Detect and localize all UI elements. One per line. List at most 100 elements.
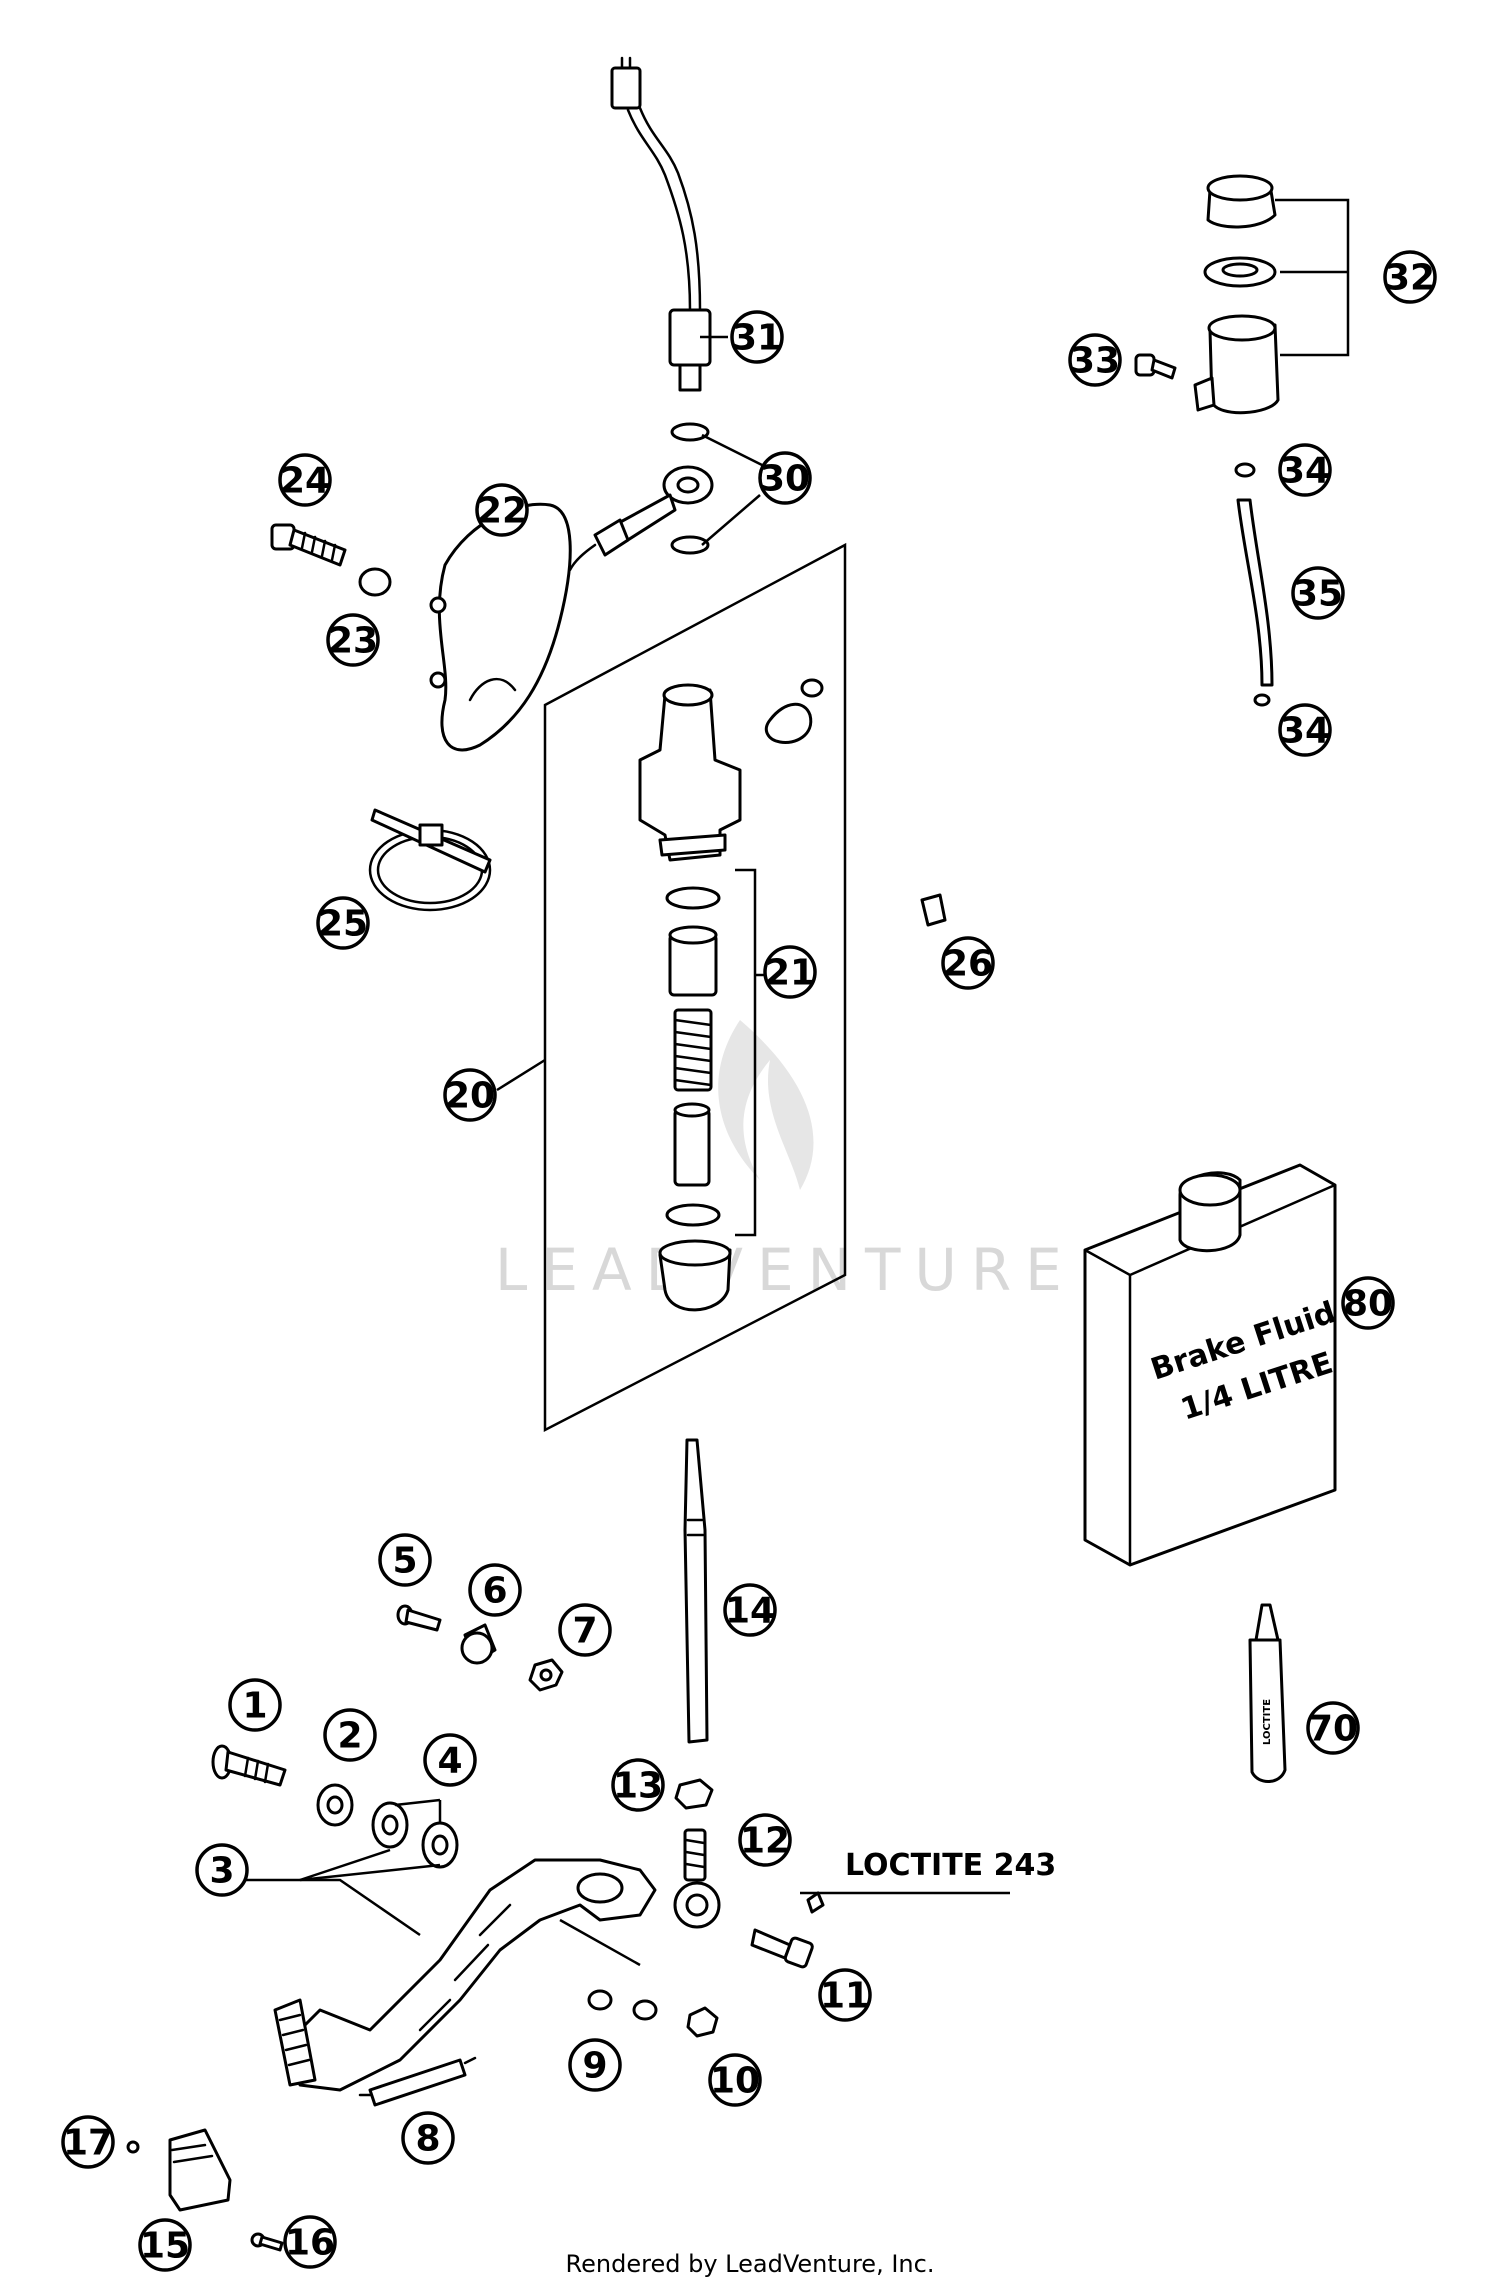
svg-text:4: 4 <box>437 1741 462 1782</box>
svg-text:11: 11 <box>820 1976 870 2017</box>
leader-lines <box>240 335 1010 1967</box>
stop-spacer <box>460 1623 497 1665</box>
brake-pedal <box>273 1858 657 2092</box>
watermark: LEADVENTURE <box>495 1020 1076 1304</box>
svg-text:23: 23 <box>328 621 378 662</box>
callout-23: 23 <box>326 613 380 667</box>
svg-text:15: 15 <box>140 2226 190 2267</box>
callout-80: 80 <box>1341 1276 1395 1330</box>
callout-30: 30 <box>758 451 812 505</box>
svg-text:22: 22 <box>477 491 527 532</box>
callout-25: 25 <box>316 896 370 950</box>
push-rod-nut <box>674 1778 714 1810</box>
stop-screw <box>396 1604 442 1632</box>
callout-34-top: 34 <box>1278 443 1332 497</box>
svg-text:2: 2 <box>337 1716 362 1757</box>
svg-text:33: 33 <box>1070 341 1120 382</box>
cable-tie <box>368 808 492 912</box>
banjo-fitting <box>568 422 714 572</box>
svg-text:80: 80 <box>1343 1284 1393 1325</box>
clevis <box>673 1828 721 1929</box>
callout-22: 22 <box>475 483 529 537</box>
svg-text:16: 16 <box>285 2223 335 2264</box>
callout-9: 9 <box>568 2038 622 2092</box>
svg-text:24: 24 <box>280 461 330 502</box>
piston-spring <box>673 1008 713 1092</box>
cylinder-cover <box>429 502 572 752</box>
svg-text:30: 30 <box>760 459 810 500</box>
svg-text:34: 34 <box>1280 451 1330 492</box>
step-plate <box>168 2128 232 2212</box>
brake-fluid-bottle: Brake Fluid 1/4 LITRE <box>1083 1163 1340 1567</box>
callout-32: 32 <box>1383 250 1437 304</box>
callout-31: 31 <box>730 310 784 364</box>
svg-text:5: 5 <box>392 1541 417 1582</box>
brake-light-switch <box>610 56 712 392</box>
stop-nut <box>528 1658 564 1692</box>
callout-11: 11 <box>818 1968 872 2022</box>
push-rod <box>683 1438 709 1744</box>
callout-4: 4 <box>423 1733 477 1787</box>
callout-2: 2 <box>323 1708 377 1762</box>
callout-33: 33 <box>1068 333 1122 387</box>
footer-credit: Rendered by LeadVenture, Inc. <box>565 2250 935 2278</box>
svg-text:20: 20 <box>445 1076 495 1117</box>
svg-text:34: 34 <box>1280 711 1330 752</box>
loctite-tube: LOCTITE <box>1248 1603 1287 1783</box>
pivot-bolt <box>211 1744 287 1787</box>
master-cylinder-body <box>638 678 824 862</box>
svg-text:6: 6 <box>482 1571 507 1612</box>
callout-7: 7 <box>558 1603 612 1657</box>
callout-1: 1 <box>228 1678 282 1732</box>
svg-text:9: 9 <box>582 2046 607 2087</box>
callout-8: 8 <box>401 2111 455 2165</box>
reservoir-screw <box>1134 353 1177 380</box>
svg-text:32: 32 <box>1385 258 1435 299</box>
step-screw <box>250 2232 284 2252</box>
callout-21: 21 <box>763 945 817 999</box>
callout-16: 16 <box>283 2215 337 2269</box>
callout-5: 5 <box>378 1533 432 1587</box>
callout-17: 17 <box>61 2115 115 2169</box>
callout-70: 70 <box>1306 1701 1360 1755</box>
svg-text:35: 35 <box>1293 574 1343 615</box>
callout-13: 13 <box>611 1758 665 1812</box>
svg-text:7: 7 <box>572 1611 597 1652</box>
svg-text:17: 17 <box>63 2123 113 2164</box>
svg-text:10: 10 <box>710 2061 760 2102</box>
svg-text:13: 13 <box>613 1766 663 1807</box>
callout-24: 24 <box>278 453 332 507</box>
callout-3: 3 <box>195 1843 249 1897</box>
cover-bolt <box>270 523 392 597</box>
master-cylinder-frame <box>543 542 847 1433</box>
svg-text:12: 12 <box>740 1821 790 1862</box>
pivot-washer <box>316 1783 354 1827</box>
callout-14: 14 <box>723 1583 777 1637</box>
callout-20: 20 <box>443 1068 497 1122</box>
piston-kit <box>658 868 757 1312</box>
tube-label: LOCTITE <box>1262 1699 1273 1745</box>
callout-26: 26 <box>941 936 995 990</box>
svg-text:31: 31 <box>732 318 782 359</box>
callout-35: 35 <box>1291 566 1345 620</box>
svg-text:3: 3 <box>209 1851 234 1892</box>
watermark-text: LEADVENTURE <box>495 1236 1076 1304</box>
fluid-reservoir <box>1193 174 1350 415</box>
callout-12: 12 <box>738 1813 792 1867</box>
pivot-bearings <box>371 1801 459 1869</box>
loctite-label: LOCTITE 243 <box>845 1848 1056 1883</box>
reservoir-hose <box>1234 462 1274 707</box>
svg-text:8: 8 <box>415 2119 440 2160</box>
callout-15: 15 <box>138 2218 192 2272</box>
clevis-bolt <box>750 1891 825 1969</box>
step-nut <box>126 2140 140 2154</box>
svg-text:70: 70 <box>1308 1709 1358 1750</box>
svg-text:1: 1 <box>242 1686 267 1727</box>
clip-nut <box>920 893 947 927</box>
svg-text:21: 21 <box>765 953 815 994</box>
svg-text:25: 25 <box>318 904 368 945</box>
callout-6: 6 <box>468 1563 522 1617</box>
return-spring <box>358 2056 477 2107</box>
pedal-washers <box>587 1989 719 2038</box>
